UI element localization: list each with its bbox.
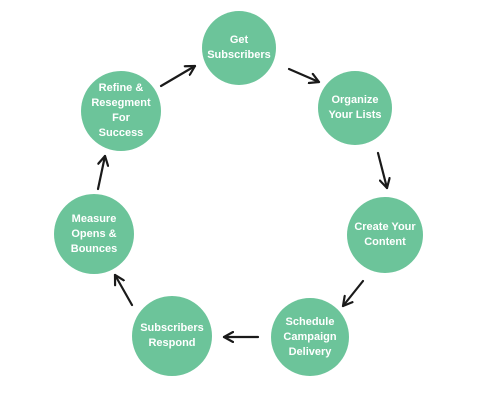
arrow-refine-resegment-to-get-subscribers	[159, 64, 197, 88]
node-circle-schedule-delivery	[271, 298, 349, 376]
arrows-layer	[96, 64, 387, 337]
arrow-get-subscribers-to-organize-lists	[287, 67, 321, 82]
arrow-subscribers-respond-to-measure-opens	[113, 273, 134, 307]
node-circle-measure-opens	[54, 194, 134, 274]
node-circle-create-content	[347, 197, 423, 273]
node-circle-organize-lists	[318, 71, 392, 145]
arrow-create-content-to-schedule-delivery	[341, 279, 365, 308]
nodes-layer	[54, 11, 423, 376]
arrow-measure-opens-to-refine-resegment	[96, 154, 105, 191]
node-circle-get-subscribers	[202, 11, 276, 85]
node-circle-subscribers-respond	[132, 296, 212, 376]
node-circle-refine-resegment	[81, 71, 161, 151]
arrow-organize-lists-to-create-content	[376, 151, 387, 190]
